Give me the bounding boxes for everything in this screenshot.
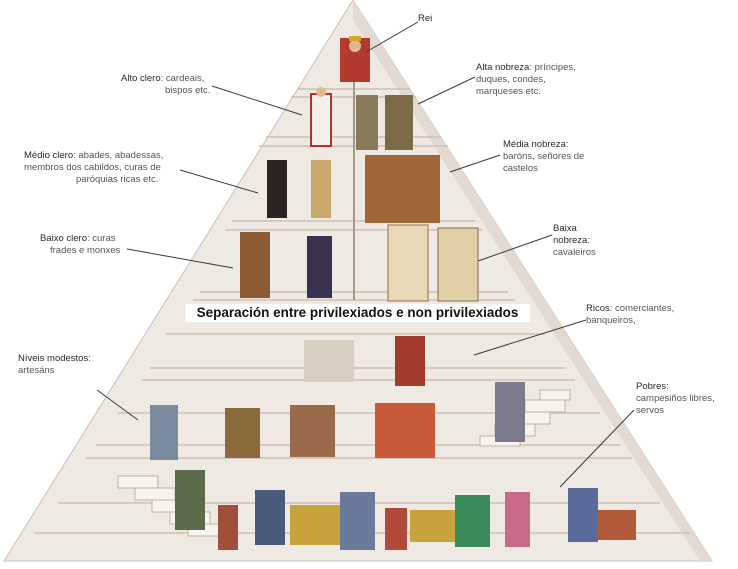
pyramid-body	[3, 0, 713, 562]
label-pobres-desc-3: servos	[636, 405, 664, 416]
separation-banner: Separación entre privilexiados e non pri…	[185, 304, 530, 322]
label-niveis-modestos: Níveis modestos: artesáns	[18, 353, 91, 377]
label-alto-clero-desc-2: bispos etc.	[165, 85, 211, 96]
label-medio-clero-desc-2: membros dos cabildos, curas de	[24, 162, 161, 173]
label-baixa-nobreza: Baixa nobreza: cavaleiros	[553, 223, 596, 259]
figure-king	[340, 36, 370, 82]
label-niveis-modestos-title: Níveis modestos	[18, 353, 89, 364]
figure-knights	[387, 224, 479, 302]
label-niveis-modestos-desc-2: artesáns	[18, 365, 55, 376]
label-alta-nobreza-desc-2: duques, condes,	[476, 74, 546, 85]
label-alta-nobreza: Alta nobreza: príncipes, duques, condes,…	[476, 62, 576, 98]
label-media-nobreza-desc-3: castelos	[503, 163, 538, 174]
label-baixa-nobreza-title: Baixa	[553, 223, 577, 234]
label-alto-clero-title: Alto clero	[121, 73, 161, 84]
label-media-nobreza: Média nobreza: baróns, señores de castel…	[503, 139, 584, 175]
figure-friar-priest	[240, 232, 332, 298]
label-baixo-clero-desc-1: : curas	[87, 233, 116, 244]
label-rei-title: Rei	[418, 13, 433, 24]
label-pobres-desc-2: campesiños libres,	[636, 393, 715, 404]
label-alto-clero: Alto clero: cardeais, bispos etc.	[121, 73, 210, 97]
figure-artisans	[150, 382, 525, 460]
label-niveis-modestos-desc-1: :	[88, 353, 91, 364]
label-baixo-clero-title: Baixo clero	[40, 233, 87, 244]
label-medio-clero-desc-1: : abades, abadessas,	[73, 150, 164, 161]
label-baixa-nobreza-title-2: nobreza	[553, 235, 588, 246]
label-alta-nobreza-desc-1: : príncipes,	[529, 62, 576, 73]
label-ricos: Ricos: comerciantes, banqueiros,	[586, 303, 674, 327]
label-medio-clero-title: Médio clero	[24, 150, 74, 161]
label-alto-clero-desc-1: : cardeais,	[160, 73, 205, 84]
label-pobres: Pobres: campesiños libres, servos	[636, 381, 715, 417]
label-alta-nobreza-desc-3: marqueses etc.	[476, 86, 541, 97]
label-medio-clero: Médio clero: abades, abadessas, membros …	[24, 150, 163, 186]
figure-merchants	[304, 336, 425, 386]
label-media-nobreza-desc-2: baróns, señores de	[503, 151, 585, 162]
label-rei: Rei	[418, 13, 432, 25]
label-ricos-desc-1: : comerciantes,	[609, 303, 675, 314]
figure-mounted-noble	[365, 155, 440, 223]
figure-high-nobles	[356, 95, 413, 150]
label-pobres-desc-1: :	[666, 381, 669, 392]
pyramid-shade	[353, 0, 712, 561]
label-ricos-title: Ricos	[586, 303, 610, 314]
label-pobres-title: Pobres	[636, 381, 667, 392]
label-media-nobreza-desc-1: :	[565, 139, 569, 150]
label-baixa-nobreza-colon: :	[587, 235, 590, 246]
leader-lines	[96, 21, 635, 488]
figure-cardinal	[310, 87, 332, 147]
label-baixo-clero-desc-2: frades e monxes	[50, 245, 121, 256]
label-baixo-clero: Baixo clero: curas frades e monxes	[40, 233, 120, 257]
label-alta-nobreza-title: Alta nobreza	[476, 62, 530, 73]
label-medio-clero-desc-3: paróquias ricas etc.	[76, 174, 159, 185]
label-ricos-desc-2: banqueiros,	[586, 315, 636, 326]
label-media-nobreza-title: Média nobreza	[503, 139, 566, 150]
figure-peasants	[175, 470, 636, 550]
label-baixa-nobreza-desc-2: cavaleiros	[553, 247, 596, 258]
figure-abbots	[267, 160, 331, 218]
